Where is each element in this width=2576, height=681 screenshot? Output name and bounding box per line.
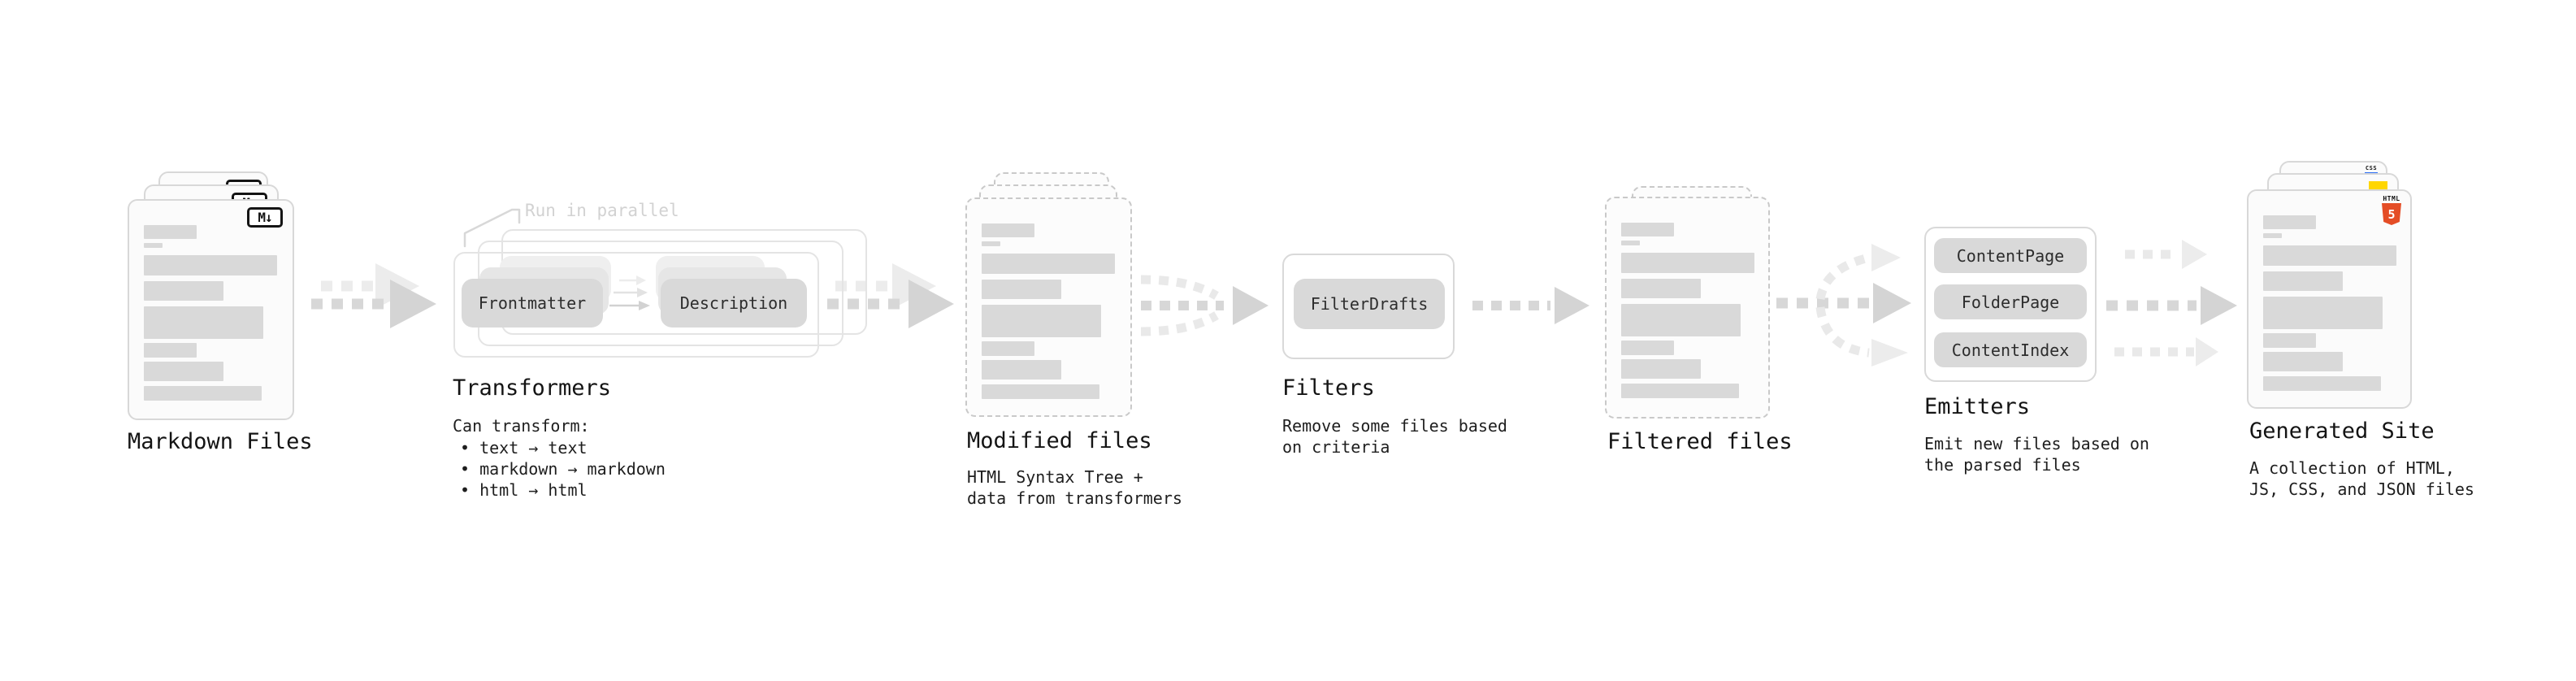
- transformers-bullet-3: • html → html: [460, 480, 588, 500]
- filter-drafts-pill: FilterDrafts: [1294, 279, 1445, 329]
- markdown-files-label: Markdown Files: [128, 429, 313, 454]
- arrow-filtered-to-emitters: [1776, 244, 1911, 367]
- folder-page-pill: FolderPage: [1934, 284, 2087, 319]
- text-placeholder-bar: [2263, 352, 2343, 371]
- modified-files-label: Modified files: [967, 428, 1152, 453]
- text-placeholder-bar: [144, 362, 223, 381]
- text-placeholder-bar: [982, 280, 1061, 299]
- js-file-icon: [2369, 181, 2387, 189]
- text-placeholder-bar: [144, 225, 197, 239]
- text-placeholder-bar: [2263, 297, 2383, 329]
- filters-label: Filters: [1282, 375, 1375, 401]
- html5-icon: HTML 5: [2381, 195, 2402, 225]
- text-placeholder-bar: [2263, 376, 2381, 391]
- arrows-emitters-to-generated: [2106, 240, 2237, 367]
- transformers-desc-title: Can transform:: [453, 416, 590, 436]
- filters-desc-2: on criteria: [1282, 437, 1390, 457]
- transformer-container: [453, 252, 819, 358]
- emitters-desc-2: the parsed files: [1924, 455, 2081, 475]
- modified-files-desc-1: HTML Syntax Tree +: [967, 467, 1143, 487]
- text-placeholder-bar: [144, 255, 277, 275]
- text-placeholder-bar: [982, 223, 1034, 237]
- text-placeholder-bar: [1621, 223, 1674, 236]
- run-in-parallel-annotation: Run in parallel: [525, 201, 679, 220]
- generated-site-desc-1: A collection of HTML,: [2249, 458, 2455, 478]
- html5-icon-shield: 5: [2382, 203, 2401, 225]
- text-placeholder-bar: [982, 241, 1000, 246]
- css-icon-label: CSS: [2365, 165, 2378, 171]
- filtered-files-label: Filtered files: [1607, 429, 1793, 454]
- text-placeholder-bar: [144, 306, 263, 339]
- text-placeholder-bar: [1621, 340, 1674, 355]
- modified-files-desc-2: data from transformers: [967, 488, 1182, 508]
- text-placeholder-bar: [2263, 233, 2282, 238]
- text-placeholder-bar: [2263, 333, 2316, 348]
- text-placeholder-bar: [144, 243, 163, 248]
- description-pill: Description: [661, 279, 807, 327]
- arrow-filters-to-filtered: [1472, 287, 1589, 324]
- text-placeholder-bar: [982, 384, 1099, 399]
- transformers-bullet-1: • text → text: [460, 438, 588, 458]
- transformers-label: Transformers: [453, 375, 612, 401]
- generated-site-desc-2: JS, CSS, and JSON files: [2249, 479, 2474, 499]
- text-placeholder-bar: [2263, 271, 2343, 291]
- text-placeholder-bar: [1621, 253, 1754, 273]
- html5-icon-number: 5: [2387, 206, 2396, 222]
- modified-file-card: [965, 197, 1132, 417]
- text-placeholder-bar: [982, 360, 1061, 380]
- html5-icon-label: HTML: [2383, 195, 2400, 202]
- markdown-icon: M↓: [247, 207, 283, 228]
- text-placeholder-bar: [982, 254, 1115, 274]
- arrow-modified-to-filters: [1140, 275, 1268, 336]
- text-placeholder-bar: [982, 341, 1034, 356]
- transformers-bullet-2: • markdown → markdown: [460, 459, 666, 479]
- frontmatter-pill: Frontmatter: [462, 279, 603, 327]
- content-index-pill: ContentIndex: [1934, 332, 2087, 367]
- generated-html-file-card: HTML 5: [2247, 189, 2412, 409]
- emitters-container: [1924, 227, 2097, 382]
- text-placeholder-bar: [144, 281, 223, 301]
- filtered-file-card: [1605, 197, 1770, 419]
- emitters-desc-1: Emit new files based on: [1924, 434, 2149, 453]
- text-placeholder-bar: [1621, 279, 1701, 298]
- text-placeholder-bar: [144, 343, 197, 358]
- filters-desc-1: Remove some files based: [1282, 416, 1507, 436]
- text-placeholder-bar: [1621, 384, 1739, 398]
- text-placeholder-bar: [1621, 241, 1640, 245]
- text-placeholder-bar: [2263, 215, 2316, 229]
- markdown-file-card: M↓: [128, 199, 294, 420]
- emitters-label: Emitters: [1924, 394, 2031, 419]
- text-placeholder-bar: [144, 386, 262, 401]
- text-placeholder-bar: [982, 305, 1101, 337]
- arrow-markdown-to-transformers: [311, 263, 436, 328]
- generated-site-label: Generated Site: [2249, 419, 2435, 444]
- text-placeholder-bar: [1621, 304, 1741, 336]
- text-placeholder-bar: [2263, 245, 2396, 266]
- content-page-pill: ContentPage: [1934, 238, 2087, 273]
- text-placeholder-bar: [1621, 359, 1701, 379]
- filters-container: [1282, 254, 1455, 359]
